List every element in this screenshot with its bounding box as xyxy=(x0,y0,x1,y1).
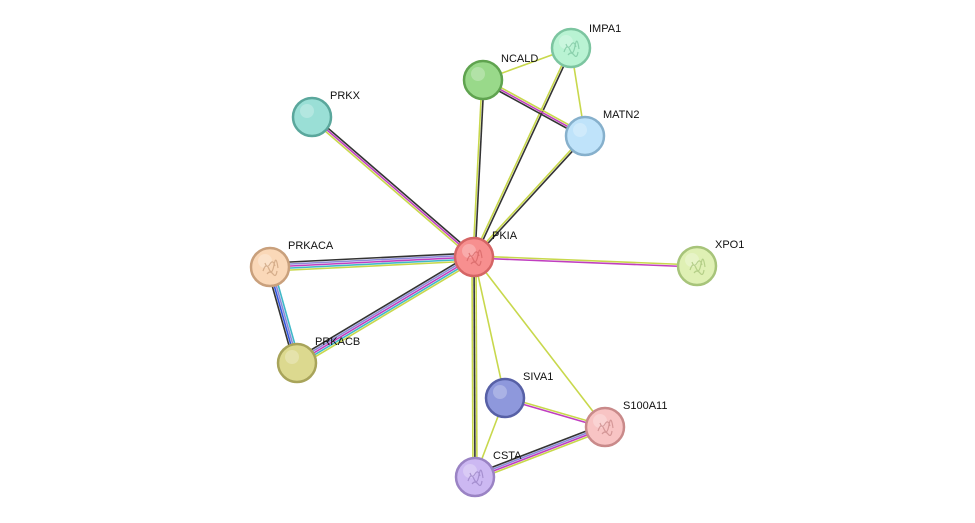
edge-line-textmining xyxy=(270,260,475,272)
node-highlight xyxy=(258,254,272,268)
node-label: PRKACA xyxy=(288,240,334,252)
edge-line-databases xyxy=(270,258,475,270)
edge-pkia-matn2[interactable] xyxy=(472,134,587,259)
edge-line-textmining xyxy=(474,255,698,266)
edge-line-coexpression xyxy=(473,423,605,475)
node-label: IMPA1 xyxy=(589,23,621,35)
node-highlight xyxy=(462,244,476,258)
node-circle[interactable] xyxy=(249,246,291,288)
edge-pkia-prkacb[interactable] xyxy=(294,252,477,368)
node-prkx[interactable]: PRKX xyxy=(291,90,361,138)
node-circle[interactable] xyxy=(584,406,626,448)
edge-pkia-s100a11[interactable] xyxy=(473,256,606,428)
edge-line-homology xyxy=(295,254,474,362)
node-highlight xyxy=(685,253,699,267)
node-label: PKIA xyxy=(492,230,518,242)
node-highlight xyxy=(471,67,485,81)
edge-line-coexpression xyxy=(474,80,485,258)
edge-line-textmining xyxy=(475,256,478,477)
node-label: NCALD xyxy=(501,53,538,65)
node-prkacb[interactable]: PRKACB xyxy=(276,336,360,384)
node-highlight xyxy=(559,35,573,49)
node-label: S100A11 xyxy=(623,400,667,412)
edge-line-coexpression xyxy=(269,252,474,264)
node-s100a11[interactable]: S100A11 xyxy=(584,400,667,448)
edge-line-textmining xyxy=(473,256,606,428)
edge-line-homology xyxy=(269,254,474,266)
edge-pkia-siva1[interactable] xyxy=(473,256,506,399)
edge-line-textmining xyxy=(472,134,585,257)
node-highlight xyxy=(300,104,314,118)
protein-structure-icon xyxy=(689,258,706,276)
node-circle[interactable] xyxy=(462,59,504,101)
edge-line-databases xyxy=(297,258,476,366)
edge-pkia-ncald[interactable] xyxy=(472,79,485,258)
edge-line-experiments xyxy=(475,427,606,479)
node-highlight xyxy=(493,385,507,399)
edge-line-experiments xyxy=(296,256,475,364)
node-siva1[interactable]: SIVA1 xyxy=(484,371,553,419)
node-label: MATN2 xyxy=(603,109,639,121)
edge-line-homology xyxy=(474,425,605,477)
node-highlight xyxy=(463,464,477,478)
edge-pkia-prkaca[interactable] xyxy=(269,252,475,272)
node-highlight xyxy=(285,350,299,364)
protein-structure-icon xyxy=(262,259,279,277)
edge-line-experiments xyxy=(269,256,475,268)
edge-line-textmining xyxy=(310,117,474,260)
node-circle[interactable] xyxy=(550,27,592,69)
node-impa1[interactable]: IMPA1 xyxy=(550,23,621,69)
node-circle[interactable] xyxy=(276,342,318,384)
edge-line-experiments xyxy=(473,257,697,268)
node-circle[interactable] xyxy=(453,236,495,278)
edge-line-experiments xyxy=(311,116,475,258)
edge-line-textmining xyxy=(471,257,474,478)
protein-structure-icon xyxy=(467,469,484,487)
edge-line-textmining xyxy=(472,47,571,257)
edge-pkia-prkx[interactable] xyxy=(310,114,476,260)
edge-line-coexpression xyxy=(474,48,573,258)
edge-line-textmining xyxy=(472,79,483,257)
node-circle[interactable] xyxy=(291,96,333,138)
edge-line-coexpression xyxy=(294,252,473,361)
edge-line-coexpression xyxy=(474,136,587,259)
edge-line-coexpression xyxy=(312,114,476,257)
node-csta[interactable]: CSTA xyxy=(454,450,522,498)
node-label: XPO1 xyxy=(715,239,744,251)
edge-line-coexpression xyxy=(473,256,476,478)
node-pkia[interactable]: PKIA xyxy=(453,230,518,278)
node-circle[interactable] xyxy=(564,115,606,157)
edge-s100a11-csta[interactable] xyxy=(473,423,607,481)
edge-pkia-xpo1[interactable] xyxy=(473,255,698,268)
node-circle[interactable] xyxy=(454,456,496,498)
protein-structure-icon xyxy=(597,419,614,437)
node-xpo1[interactable]: XPO1 xyxy=(676,239,744,287)
edge-pkia-impa1[interactable] xyxy=(472,47,573,258)
node-highlight xyxy=(573,123,587,137)
node-ncald[interactable]: NCALD xyxy=(462,53,538,101)
node-circle[interactable] xyxy=(676,245,718,287)
node-label: CSTA xyxy=(493,450,522,462)
edge-line-textmining xyxy=(473,256,506,399)
node-highlight xyxy=(593,414,607,428)
edge-pkia-csta[interactable] xyxy=(471,256,478,478)
node-label: PRKACB xyxy=(315,336,360,348)
protein-structure-icon xyxy=(466,249,483,267)
edge-line-textmining xyxy=(298,259,477,368)
edge-line-textmining xyxy=(475,429,607,481)
protein-structure-icon xyxy=(563,40,580,58)
node-prkaca[interactable]: PRKACA xyxy=(249,240,334,288)
node-label: PRKX xyxy=(330,90,361,102)
node-label: SIVA1 xyxy=(523,371,553,383)
node-matn2[interactable]: MATN2 xyxy=(564,109,639,157)
node-circle[interactable] xyxy=(484,377,526,419)
